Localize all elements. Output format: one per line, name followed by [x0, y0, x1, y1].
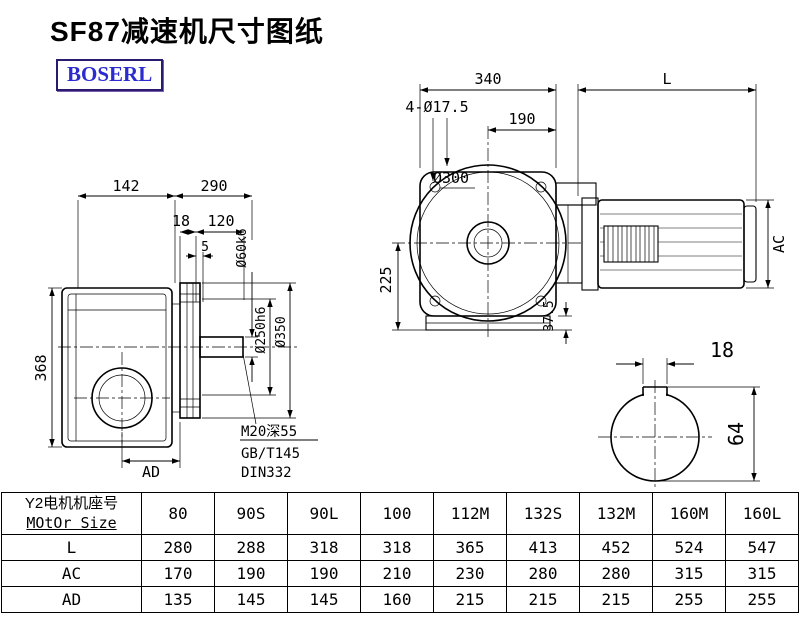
dim-value-cell: 318 — [360, 534, 434, 561]
dim-value-cell: 255 — [652, 586, 726, 613]
dim-5-label: 5 — [201, 240, 209, 255]
flange-circle-diameter-label: Ø300 — [433, 169, 469, 187]
dim-value-cell: 280 — [579, 560, 653, 587]
tap-note: M20深55 — [241, 424, 297, 440]
motor-size-cell: 100 — [360, 492, 434, 535]
bolt-holes-label: 4-Ø17.5 — [405, 98, 468, 116]
motor-size-cell: 80 — [141, 492, 215, 535]
motor-size-cell: 90S — [214, 492, 288, 535]
row-label-cell: AD — [1, 586, 142, 613]
flange-diameter-label: Ø350 — [274, 316, 289, 347]
motor-size-header-en: MOtOr Size — [26, 514, 117, 532]
gearbox-housing — [61, 287, 173, 448]
technical-drawing: 142 290 18 120 5 368 AD — [32, 70, 788, 490]
dim-value-cell: 288 — [214, 534, 288, 561]
key-height-label: 64 — [724, 422, 748, 446]
terminal-box — [555, 182, 597, 206]
bolt-hole — [535, 295, 547, 307]
dim-value-cell: 280 — [506, 560, 580, 587]
dim-value-cell: 255 — [725, 586, 799, 613]
motor-size-cell: 112M — [433, 492, 507, 535]
motor-size-cell: 90L — [287, 492, 361, 535]
dim-225-label: 225 — [377, 266, 395, 293]
din-standard-note: DIN332 — [241, 465, 292, 481]
dim-value-cell: 215 — [579, 586, 653, 613]
dim-value-cell: 315 — [652, 560, 726, 587]
bolt-hole — [429, 181, 441, 193]
dim-value-cell: 318 — [287, 534, 361, 561]
dim-340-label: 340 — [474, 70, 501, 88]
motor-size-cell: 160M — [652, 492, 726, 535]
dimension-table: Y2电机机座号 MOtOr Size 80 90S 90L 100 112M 1… — [1, 492, 799, 613]
dim-ac-label: AC — [770, 235, 788, 253]
keyway-width-label: 18 — [710, 338, 734, 362]
dim-ad-label: AD — [142, 463, 160, 481]
dim-290-label: 290 — [200, 177, 227, 195]
dim-value-cell: 215 — [433, 586, 507, 613]
table-header-row: Y2电机机座号 MOtOr Size 80 90S 90L 100 112M 1… — [1, 492, 799, 535]
row-label-cell: L — [1, 534, 142, 561]
shaft-diameter-label: Ø60k6 — [235, 228, 250, 267]
shaft-section-view: 18 64 — [598, 338, 760, 490]
dim-37-5-label: 37.5 — [542, 300, 557, 331]
dim-120-label: 120 — [207, 212, 234, 230]
dim-value-cell: 190 — [287, 560, 361, 587]
table-row-AD: AD 135 145 145 160 215 215 215 255 255 — [1, 586, 799, 613]
page-title: SF87减速机尺寸图纸 — [50, 16, 324, 47]
motor-size-cell: 132M — [579, 492, 653, 535]
bolt-hole — [535, 181, 547, 193]
dim-value-cell: 365 — [433, 534, 507, 561]
dim-value-cell: 547 — [725, 534, 799, 561]
motor-flange — [581, 197, 599, 291]
dim-value-cell: 210 — [360, 560, 434, 587]
gb-standard-note: GB/T145 — [241, 446, 300, 462]
dim-18-label: 18 — [172, 212, 190, 230]
front-view-drawing: 340 L 4-Ø17.5 190 Ø300 225 — [377, 70, 788, 344]
dim-368-label: 368 — [32, 354, 50, 381]
dim-value-cell: 524 — [652, 534, 726, 561]
motor-size-header-cn: Y2电机机座号 — [24, 495, 119, 512]
spigot-diameter-label: Ø250h6 — [254, 307, 269, 354]
dim-value-cell: 215 — [506, 586, 580, 613]
dim-value-cell: 170 — [141, 560, 215, 587]
table-row-AC: AC 170 190 190 210 230 280 280 315 315 — [1, 560, 799, 587]
dim-value-cell: 145 — [287, 586, 361, 613]
dim-l-label: L — [662, 70, 671, 88]
output-flange — [179, 282, 201, 419]
brand-logo: BOSERL — [56, 59, 164, 91]
dim-142-label: 142 — [112, 177, 139, 195]
bolt-hole — [429, 295, 441, 307]
dim-value-cell: 413 — [506, 534, 580, 561]
dim-value-cell: 160 — [360, 586, 434, 613]
dim-value-cell: 230 — [433, 560, 507, 587]
motor-size-header: Y2电机机座号 MOtOr Size — [1, 492, 142, 535]
dim-value-cell: 315 — [725, 560, 799, 587]
row-label-cell: AC — [1, 560, 142, 587]
fan-cover — [743, 205, 757, 283]
dim-190-label: 190 — [508, 110, 535, 128]
dim-value-cell: 280 — [141, 534, 215, 561]
dim-value-cell: 145 — [214, 586, 288, 613]
motor-size-cell: 160L — [725, 492, 799, 535]
motor-size-cell: 132S — [506, 492, 580, 535]
table-row-L: L 280 288 318 318 365 413 452 524 547 — [1, 534, 799, 561]
dim-value-cell: 190 — [214, 560, 288, 587]
dim-value-cell: 135 — [141, 586, 215, 613]
side-view-drawing: 142 290 18 120 5 368 AD — [32, 177, 318, 481]
dim-value-cell: 452 — [579, 534, 653, 561]
